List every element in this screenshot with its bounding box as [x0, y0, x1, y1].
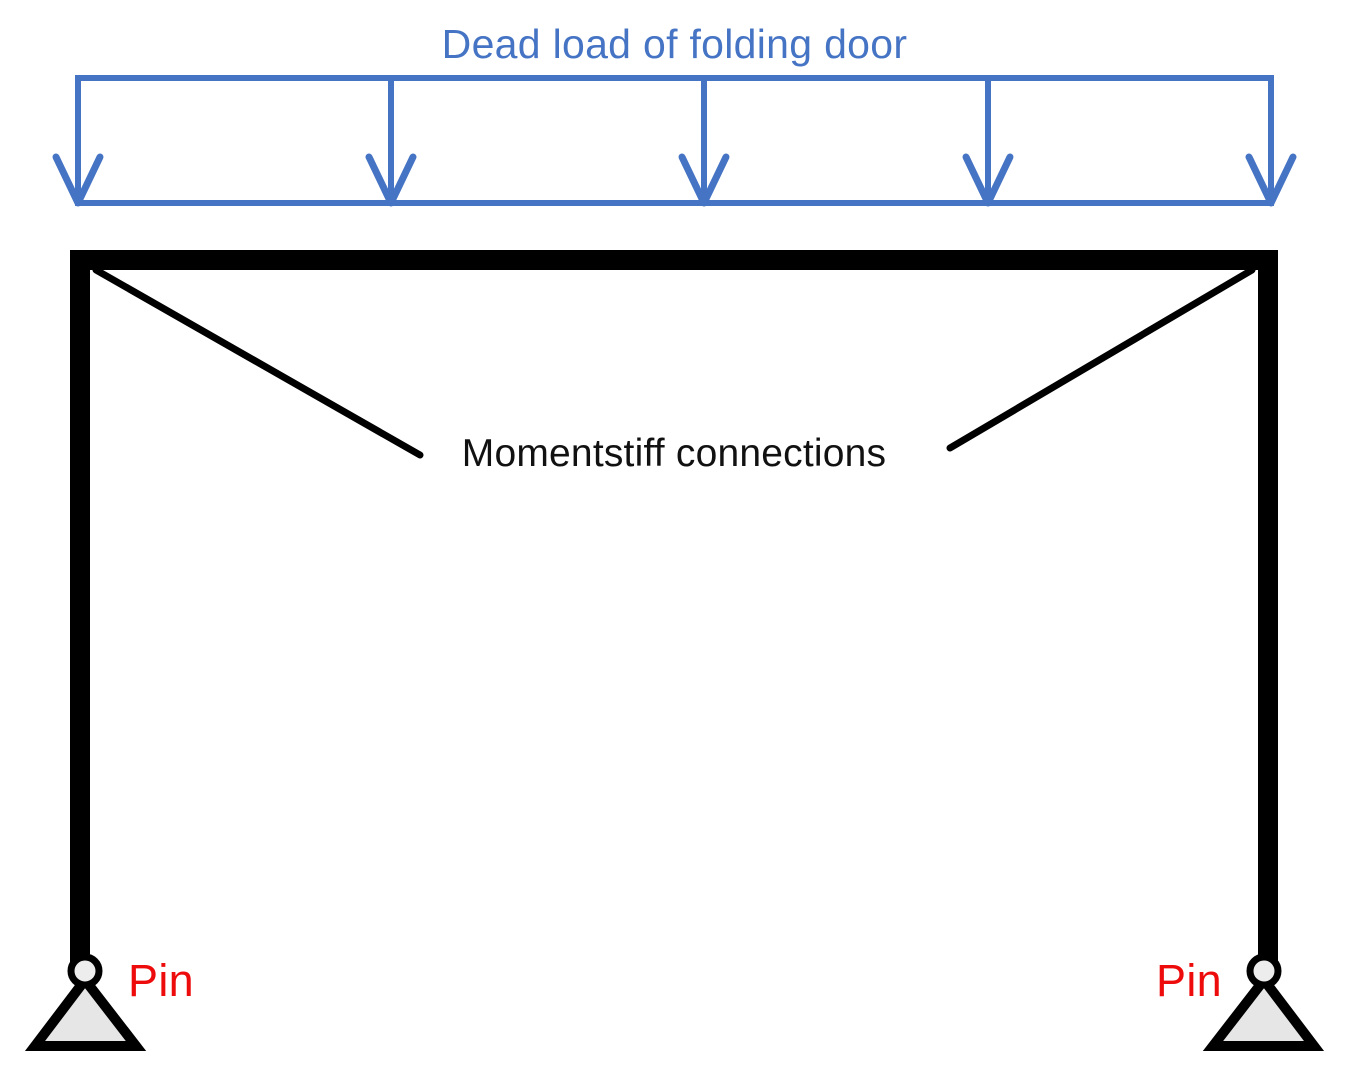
load-title-label: Dead load of folding door [442, 21, 908, 67]
frame-beam-member [70, 250, 1278, 270]
support-triangle-left [24, 971, 147, 1051]
connection-leader-left [92, 266, 424, 459]
distributed-load-group [52, 75, 1297, 207]
pin-label-left: Pin [128, 955, 194, 1006]
connection-leader-right [946, 266, 1256, 452]
pin-label-right: Pin [1156, 955, 1222, 1006]
support-triangle-right [1202, 971, 1325, 1051]
portal-frame-group [70, 250, 1278, 962]
moment-connection-label: Momentstiff connections [462, 432, 886, 475]
pin-support-left: Pin [24, 953, 194, 1051]
load-arrow-set [52, 78, 1297, 207]
frame-left-column-member [70, 250, 90, 962]
support-pin-circle-right [1246, 953, 1282, 989]
connection-label-backdrop [432, 424, 916, 478]
load-arrow-head-3 [962, 153, 1014, 207]
connection-leader-group [92, 266, 1256, 459]
load-arrow-head-0 [52, 153, 104, 207]
load-arrow-head-4 [1245, 153, 1297, 207]
load-arrow-head-1 [365, 153, 417, 207]
pin-support-right: Pin [1156, 953, 1325, 1051]
support-pin-circle-left [67, 953, 103, 989]
frame-right-column-member [1258, 250, 1278, 962]
load-arrow-head-2 [678, 153, 730, 207]
